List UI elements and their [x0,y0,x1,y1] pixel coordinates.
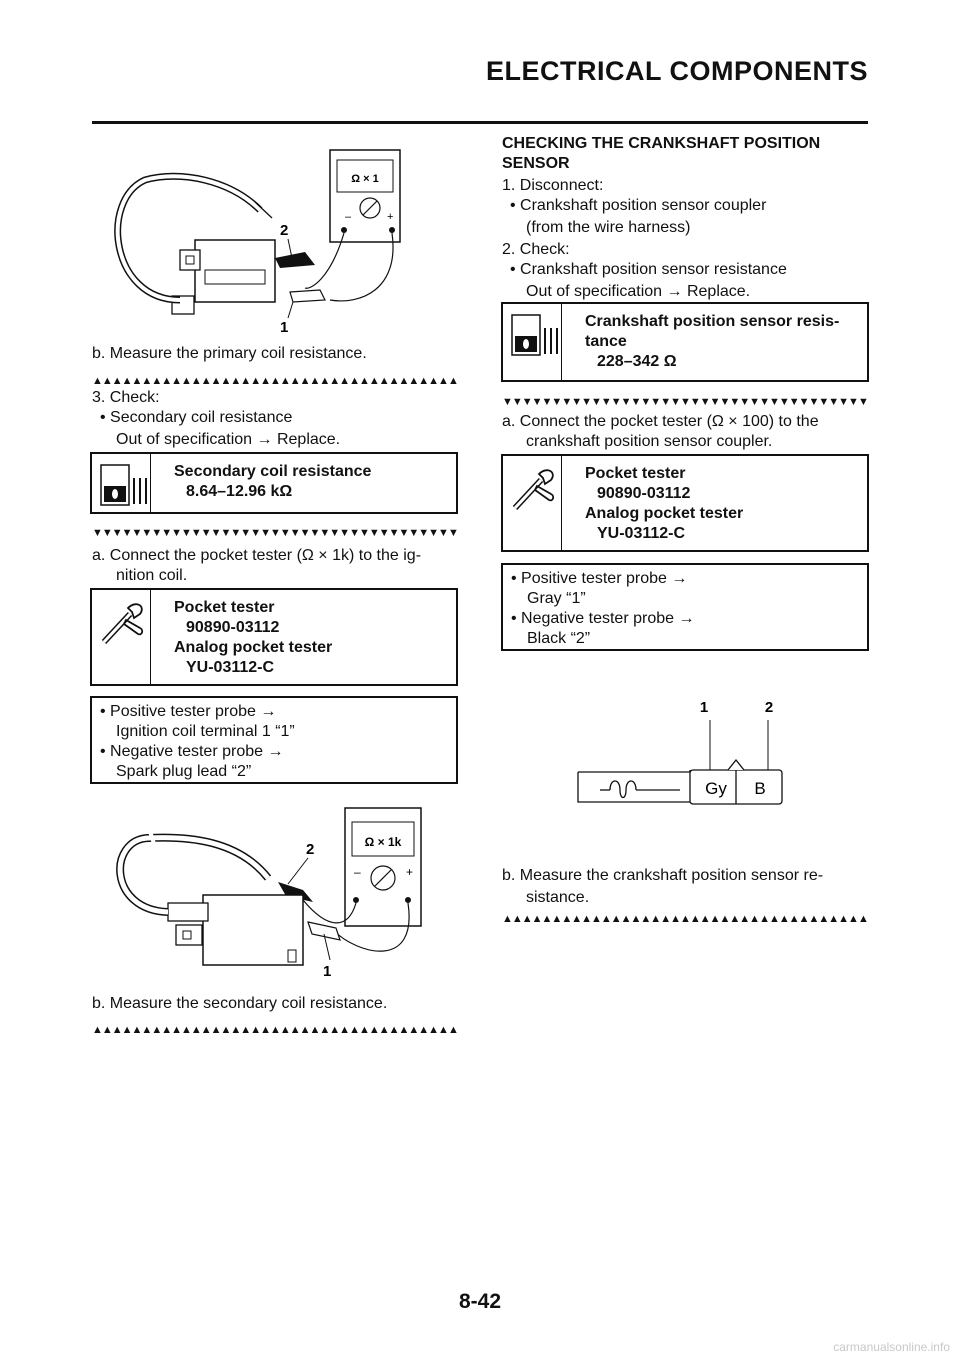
secondary-coil-figure: Ω × 1k – + 2 1 [116,807,422,980]
header-rule [92,121,868,124]
tool-part-1: 90890-03112 [186,619,280,636]
crank-caption-line2: sistance. [526,889,590,906]
crank-sensor-coupler-figure: 1 2 Gy B [577,699,783,805]
probe2-line-2: Gray “1” [527,590,586,607]
page-title: ELECTRICAL COMPONENTS [485,56,868,86]
callout-black: 2 [765,699,773,716]
step-2-action: Out of specification → Replace. [526,283,751,300]
crank-spec-label-1: Crankshaft position sensor resis- [585,313,840,330]
step-2-item: • Crankshaft position sensor resistance [510,261,787,278]
probe-line-2: Ignition coil terminal 1 “1” [116,723,295,740]
callout-1b: 1 [323,963,331,980]
fig2-caption: b. Measure the secondary coil resistance… [92,995,388,1012]
step-3-title: 3. Check: [92,389,160,406]
svg-text:+: + [406,865,413,879]
end-marker: ▲▲▲▲▲▲▲▲▲▲▲▲▲▲▲▲▲▲▲▲▲▲▲▲▲▲▲▲▲▲▲▲▲▲▲▲▲▲▲▲… [92,375,458,387]
meter-range-label: Ω × 1 [351,173,378,185]
callout-1: 1 [280,319,288,336]
step-3-action: Out of specification → Replace. [116,431,341,448]
end-marker-3: ▲▲▲▲▲▲▲▲▲▲▲▲▲▲▲▲▲▲▲▲▲▲▲▲▲▲▲▲▲▲▲▲▲▲▲▲▲▲▲▲… [502,913,868,925]
tool2-name-2: Analog pocket tester [585,505,744,522]
pin-black-label: B [754,779,765,798]
svg-text:–: – [354,865,361,879]
probe2-line-1: • Positive tester probe → [511,570,688,587]
section-heading-1: CHECKING THE CRANKSHAFT POSITION [502,135,821,152]
crank-caption-line1: b. Measure the crankshaft position senso… [502,867,824,884]
step-1-title: 1. Disconnect: [502,177,604,194]
probe-box-2: • Positive tester probe → Gray “1” • Neg… [501,563,869,651]
step-a-line2: nition coil. [116,567,188,584]
start-marker: ▼▼▼▼▼▼▼▼▼▼▼▼▼▼▼▼▼▼▼▼▼▼▼▼▼▼▼▼▼▼▼▼▼▼▼▼▼▼▼▼… [92,527,458,539]
primary-coil-figure: Ω × 1 – + 2 1 [114,149,401,336]
tester-spec-icon [100,464,147,506]
spec-value: 8.64–12.96 kΩ [186,483,293,500]
crank-spec-value: 228–342 Ω [597,353,677,370]
tool2-name-1: Pocket tester [585,465,686,482]
spec-label: Secondary coil resistance [174,463,372,480]
section-heading-2: SENSOR [502,155,570,172]
tool-icon-2 [512,469,555,511]
callout-gray: 1 [700,699,708,716]
probe-box: • Positive tester probe → Ignition coil … [90,696,458,784]
crank-step-a-line1: a. Connect the pocket tester (Ω × 100) t… [502,413,819,430]
tool-part-2: YU-03112-C [186,659,275,676]
tool-icon [101,603,144,645]
step-1-item2: (from the wire harness) [526,219,691,236]
tool2-part-2: YU-03112-C [597,525,686,542]
probe-line-4: Spark plug lead “2” [116,763,252,780]
meter-range-label-2: Ω × 1k [365,835,402,849]
start-marker-2: ▼▼▼▼▼▼▼▼▼▼▼▼▼▼▼▼▼▼▼▼▼▼▼▼▼▼▼▼▼▼▼▼▼▼▼▼▼▼▼▼… [502,396,868,408]
step-3-item: • Secondary coil resistance [100,409,293,426]
crank-spec-box: Crankshaft position sensor resis- tance … [501,302,869,382]
secondary-spec-box: Secondary coil resistance 8.64–12.96 kΩ [90,452,458,514]
tool-name-2: Analog pocket tester [174,639,333,656]
watermark: carmanualsonline.info [833,1340,950,1354]
page-number: 8-42 [458,1290,502,1313]
step-a-line1: a. Connect the pocket tester (Ω × 1k) to… [92,547,422,564]
step-1-item1: • Crankshaft position sensor coupler [510,197,767,214]
tester-spec-icon-2 [511,314,558,356]
tool-box: Pocket tester 90890-03112 Analog pocket … [90,588,458,686]
svg-text:+: + [387,211,393,223]
tool-name-1: Pocket tester [174,599,275,616]
step-2-title: 2. Check: [502,241,570,258]
probe2-line-4: Black “2” [527,630,591,647]
fig1-caption: b. Measure the primary coil resistance. [92,345,367,362]
callout-2: 2 [280,222,288,239]
crank-step-a-line2: crankshaft position sensor coupler. [526,433,773,450]
tool2-part-1: 90890-03112 [597,485,691,502]
tool-box-2: Pocket tester 90890-03112 Analog pocket … [501,454,869,552]
svg-text:–: – [345,211,352,223]
crank-spec-label-2: tance [585,333,627,350]
probe-line-3: • Negative tester probe → [100,743,284,760]
end-marker-2: ▲▲▲▲▲▲▲▲▲▲▲▲▲▲▲▲▲▲▲▲▲▲▲▲▲▲▲▲▲▲▲▲▲▲▲▲▲▲▲▲… [92,1024,458,1036]
pin-gray-label: Gy [705,779,727,798]
callout-2b: 2 [306,841,314,858]
probe-line-1: • Positive tester probe → [100,703,277,720]
probe2-line-3: • Negative tester probe → [511,610,695,627]
